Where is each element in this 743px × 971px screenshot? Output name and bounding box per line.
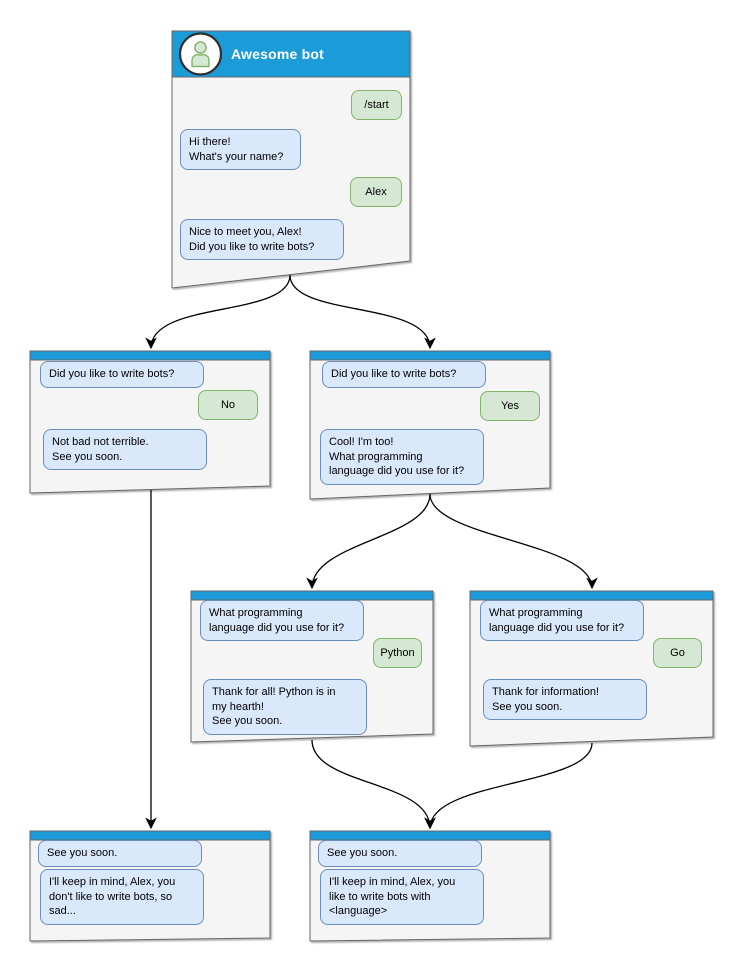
user-message[interactable]: /start (351, 90, 402, 120)
user-message[interactable]: Yes (480, 391, 540, 421)
bot-message[interactable]: Not bad not terrible. See you soon. (43, 429, 207, 470)
connector-main-to-no[interactable] (145, 274, 291, 350)
bot-message[interactable]: I'll keep in mind, Alex, you like to wri… (320, 869, 484, 925)
chat-window-branch-no[interactable]: Did you like to write bots? No Not bad n… (30, 351, 270, 493)
window-title: Awesome bot (231, 46, 324, 62)
user-avatar-icon (178, 32, 223, 76)
chat-window-end-yes[interactable]: See you soon. I'll keep in mind, Alex, y… (310, 831, 550, 941)
bot-message[interactable]: Hi there! What's your name? (180, 129, 301, 170)
chat-window-main[interactable]: Awesome bot /start Hi there! What's your… (172, 31, 410, 288)
bot-message[interactable]: Nice to meet you, Alex! Did you like to … (180, 219, 344, 260)
bot-message[interactable]: Did you like to write bots? (40, 361, 204, 388)
bot-message[interactable]: Thank for all! Python is in my hearth! S… (203, 679, 367, 735)
user-message[interactable]: No (198, 390, 258, 420)
connector-main-to-yes[interactable] (289, 274, 436, 350)
chat-window-branch-go[interactable]: What programming language did you use fo… (470, 591, 713, 746)
bot-message[interactable]: Did you like to write bots? (322, 361, 486, 388)
connector-yes-to-go[interactable] (429, 493, 598, 590)
connectors[interactable] (145, 274, 598, 830)
connector-go-to-end[interactable] (424, 742, 593, 830)
bot-message[interactable]: What programming language did you use fo… (200, 600, 364, 641)
connector-yes-to-python[interactable] (306, 493, 431, 590)
user-message[interactable]: Go (653, 638, 702, 668)
bot-message[interactable]: Thank for information! See you soon. (483, 679, 647, 720)
user-message[interactable]: Python (373, 638, 422, 668)
bot-message[interactable]: See you soon. (318, 840, 482, 867)
bot-message[interactable]: I'll keep in mind, Alex, you don't like … (40, 869, 204, 925)
chat-window-branch-python[interactable]: What programming language did you use fo… (191, 591, 433, 742)
chat-window-end-no[interactable]: See you soon. I'll keep in mind, Alex, y… (30, 831, 270, 941)
user-message[interactable]: Alex (350, 177, 402, 207)
connector-python-to-end[interactable] (311, 739, 436, 830)
bot-message[interactable]: See you soon. (38, 840, 202, 867)
chat-window-branch-yes[interactable]: Did you like to write bots? Yes Cool! I'… (310, 351, 550, 499)
bot-message[interactable]: What programming language did you use fo… (480, 600, 644, 641)
bot-message[interactable]: Cool! I'm too! What programming language… (320, 429, 484, 485)
